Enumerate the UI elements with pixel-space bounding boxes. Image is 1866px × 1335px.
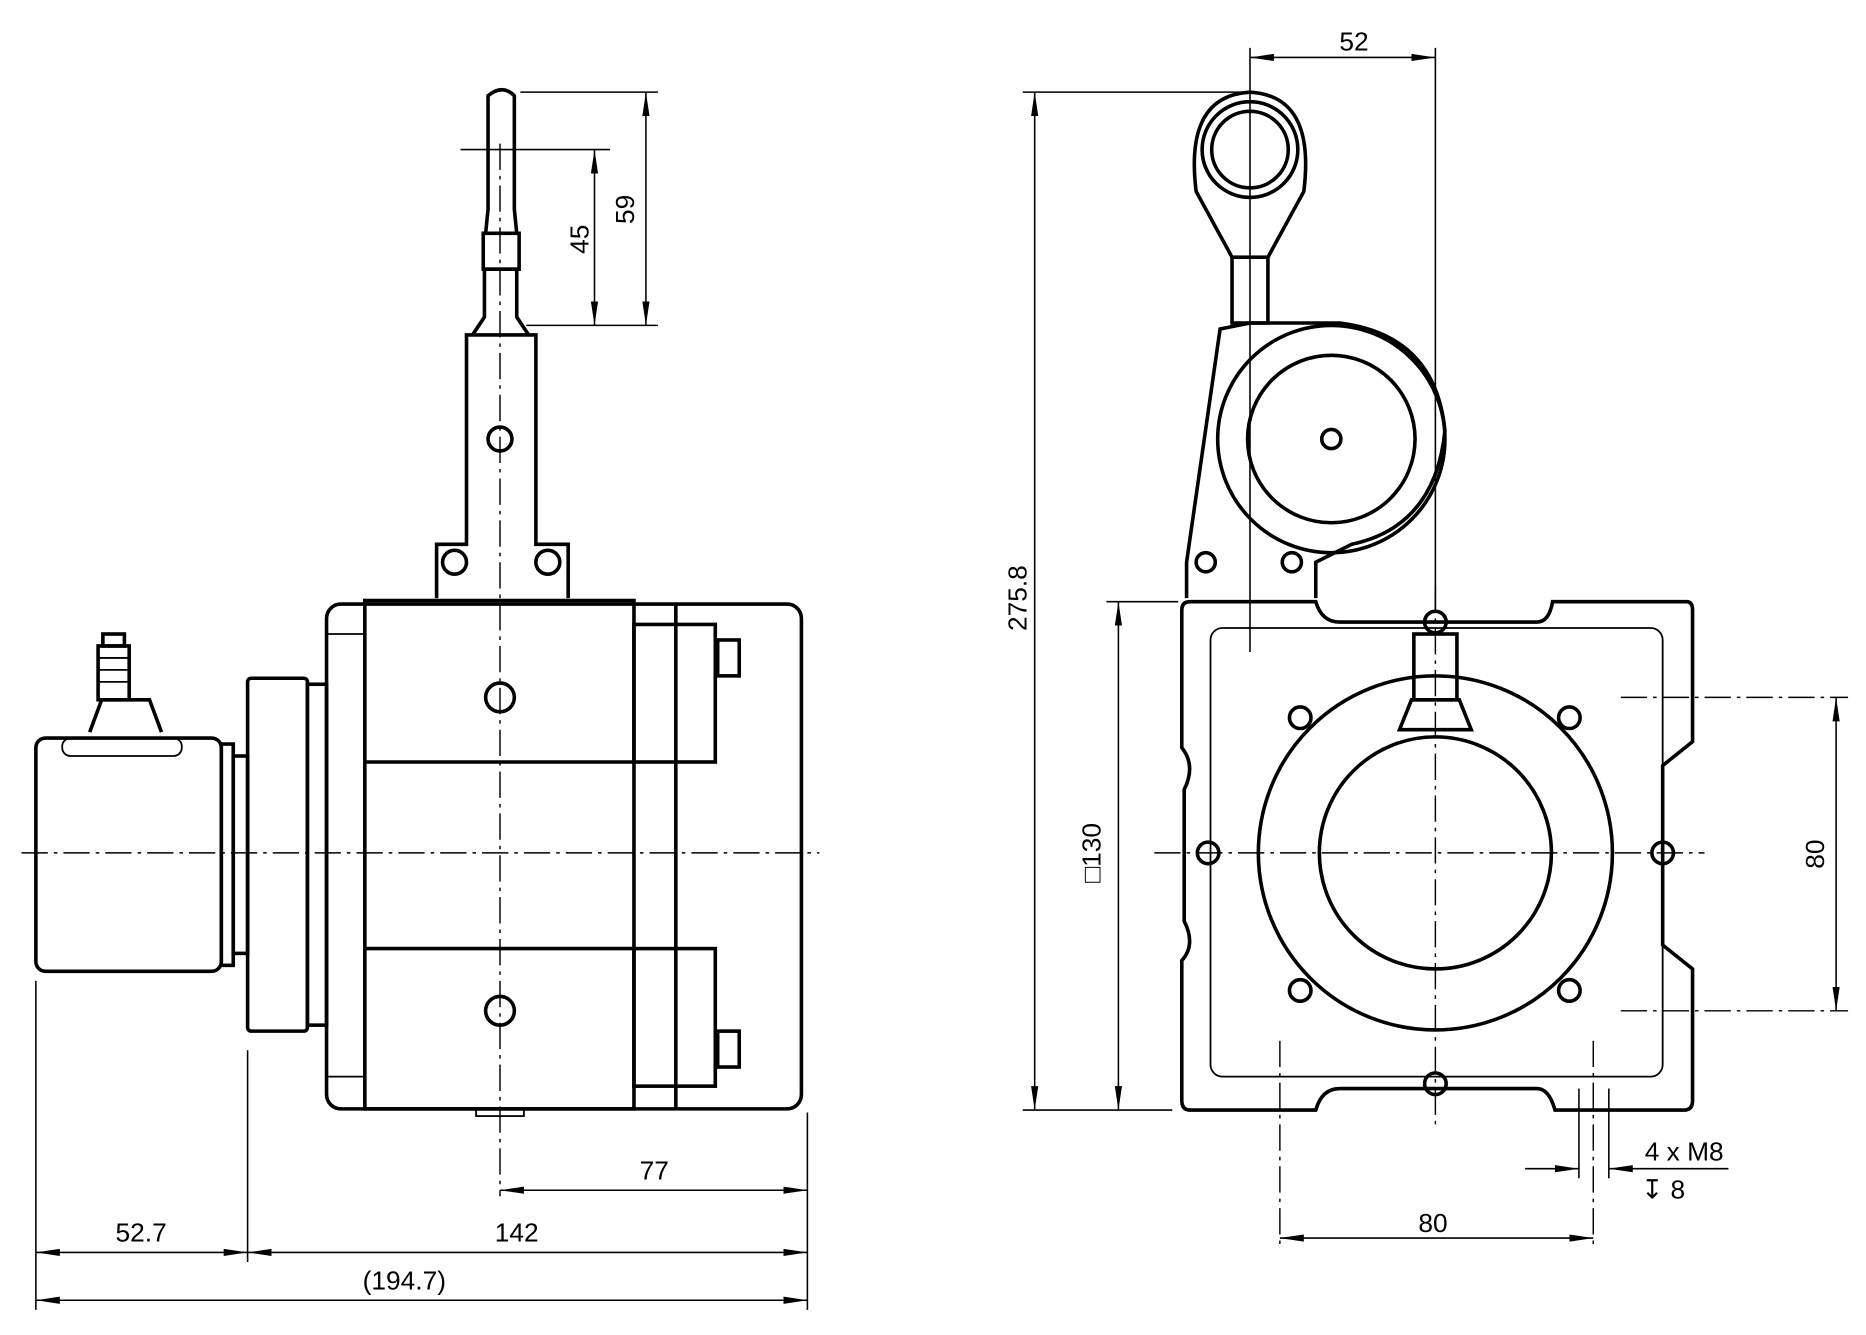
main-housing [324, 598, 804, 1117]
dim-square-130: □130 [1076, 823, 1106, 883]
dim-45: 45 [565, 225, 595, 254]
dim-142: 142 [495, 1218, 539, 1248]
dim-59: 59 [610, 195, 640, 224]
dim-52: 52 [1339, 26, 1368, 56]
flange [245, 676, 310, 1033]
side-view-dimensions: 52.7 142 (194.7) 77 45 59 [35, 91, 809, 1310]
wire-pulley-assembly [1184, 90, 1447, 599]
front-view: 275.8 □130 52 80 80 4 x M8 ↧ 8 [1002, 26, 1849, 1251]
side-view: 52.7 142 (194.7) 77 45 59 [21, 87, 820, 1310]
encoder-body [34, 632, 250, 974]
wire-outlet [434, 87, 570, 599]
dim-275-8: 275.8 [1002, 565, 1032, 631]
thread-depth: ↧ 8 [1641, 1175, 1685, 1205]
screws [1195, 609, 1676, 1097]
dim-80-horizontal: 80 [1418, 1208, 1447, 1238]
flange-adapter [305, 682, 329, 1027]
housing [1180, 599, 1695, 1112]
dim-80-vertical: 80 [1800, 839, 1830, 868]
thread-spec: 4 x M8 [1645, 1136, 1724, 1166]
dim-77: 77 [640, 1155, 669, 1185]
dim-194-7: (194.7) [363, 1266, 446, 1296]
front-view-dimensions: 275.8 □130 52 80 80 4 x M8 ↧ 8 [1002, 26, 1849, 1251]
dim-52-7: 52.7 [116, 1218, 167, 1248]
